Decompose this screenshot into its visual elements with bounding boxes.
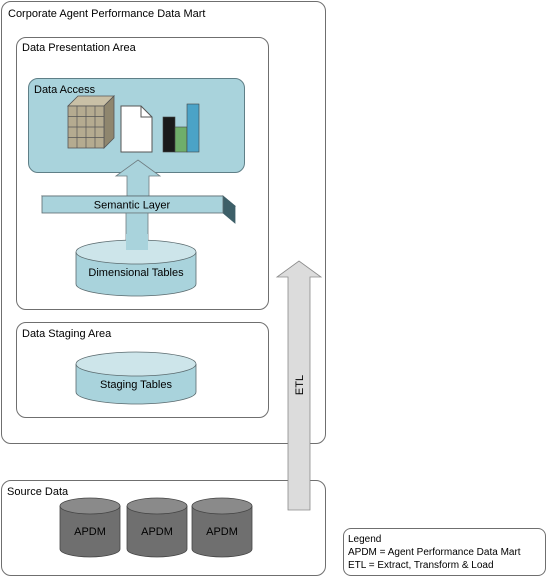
- apdm-database-3: APDM: [191, 497, 253, 558]
- legend-box: Legend APDM = Agent Performance Data Mar…: [343, 528, 546, 576]
- apdm-label-2: APDM: [141, 526, 173, 538]
- apdm-database-2: APDM: [126, 497, 188, 558]
- upward-arrow-icon: [114, 159, 162, 199]
- staging-tables-cylinder: Staging Tables: [75, 351, 197, 405]
- data-staging-title: Data Staging Area: [22, 328, 112, 340]
- dimensional-tables-label: Dimensional Tables: [88, 267, 184, 279]
- grid-cube-icon: [67, 95, 115, 149]
- legend-line-etl: ETL = Extract, Transform & Load: [348, 560, 494, 571]
- dimensional-tables-cylinder: Dimensional Tables: [75, 234, 197, 297]
- document-icon: [120, 105, 153, 153]
- source-data-title: Source Data: [7, 486, 69, 498]
- etl-arrow: ETL: [275, 260, 323, 511]
- semantic-layer: Semantic Layer: [40, 195, 237, 224]
- apdm-database-1: APDM: [59, 497, 121, 558]
- apdm-label-3: APDM: [206, 526, 238, 538]
- legend-title: Legend: [348, 534, 382, 545]
- data-mart-title: Corporate Agent Performance Data Mart: [8, 8, 206, 20]
- data-access-title: Data Access: [34, 84, 96, 96]
- apdm-label-1: APDM: [74, 526, 106, 538]
- bar-chart-icon: [162, 103, 200, 153]
- data-presentation-title: Data Presentation Area: [22, 42, 136, 54]
- etl-label: ETL: [294, 375, 306, 395]
- legend-line-apdm: APDM = Agent Performance Data Mart: [348, 547, 521, 558]
- staging-tables-label: Staging Tables: [100, 379, 172, 391]
- semantic-layer-label: Semantic Layer: [94, 200, 171, 212]
